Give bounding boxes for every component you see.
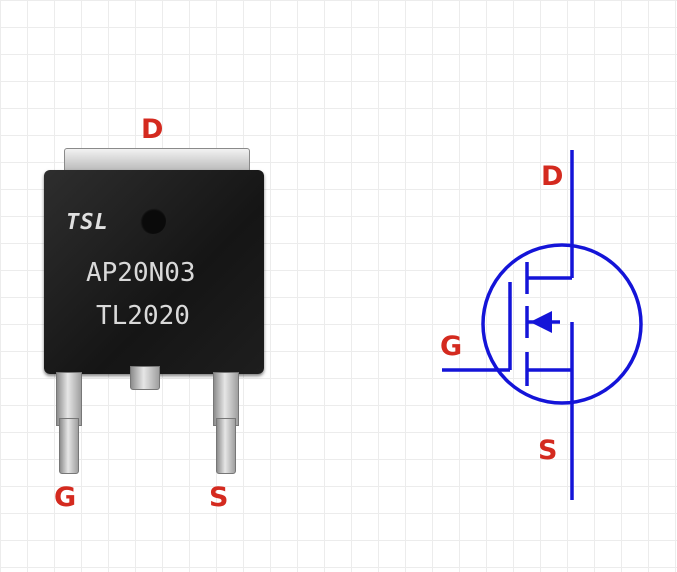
package-source-lead-tip <box>216 418 236 474</box>
mosfet-envelope-circle <box>481 243 643 405</box>
package-source-label: S <box>209 482 229 513</box>
package-body <box>44 170 264 374</box>
symbol-source-label: S <box>538 435 558 466</box>
package-gate-label: G <box>54 482 77 513</box>
package-drain-label: D <box>141 114 164 145</box>
symbol-gate-label: G <box>440 331 463 362</box>
package-drain-stub <box>130 366 160 390</box>
package-pin1-dimple <box>140 208 166 234</box>
symbol-drain-label: D <box>541 161 564 192</box>
package-part-number: AP20N03 <box>86 258 196 288</box>
package-gate-lead-tip <box>59 418 79 474</box>
mosfet-body-arrow <box>530 311 552 333</box>
package-date-code: TL2020 <box>96 301 190 331</box>
package-brand-marking: TSL <box>66 210 109 235</box>
